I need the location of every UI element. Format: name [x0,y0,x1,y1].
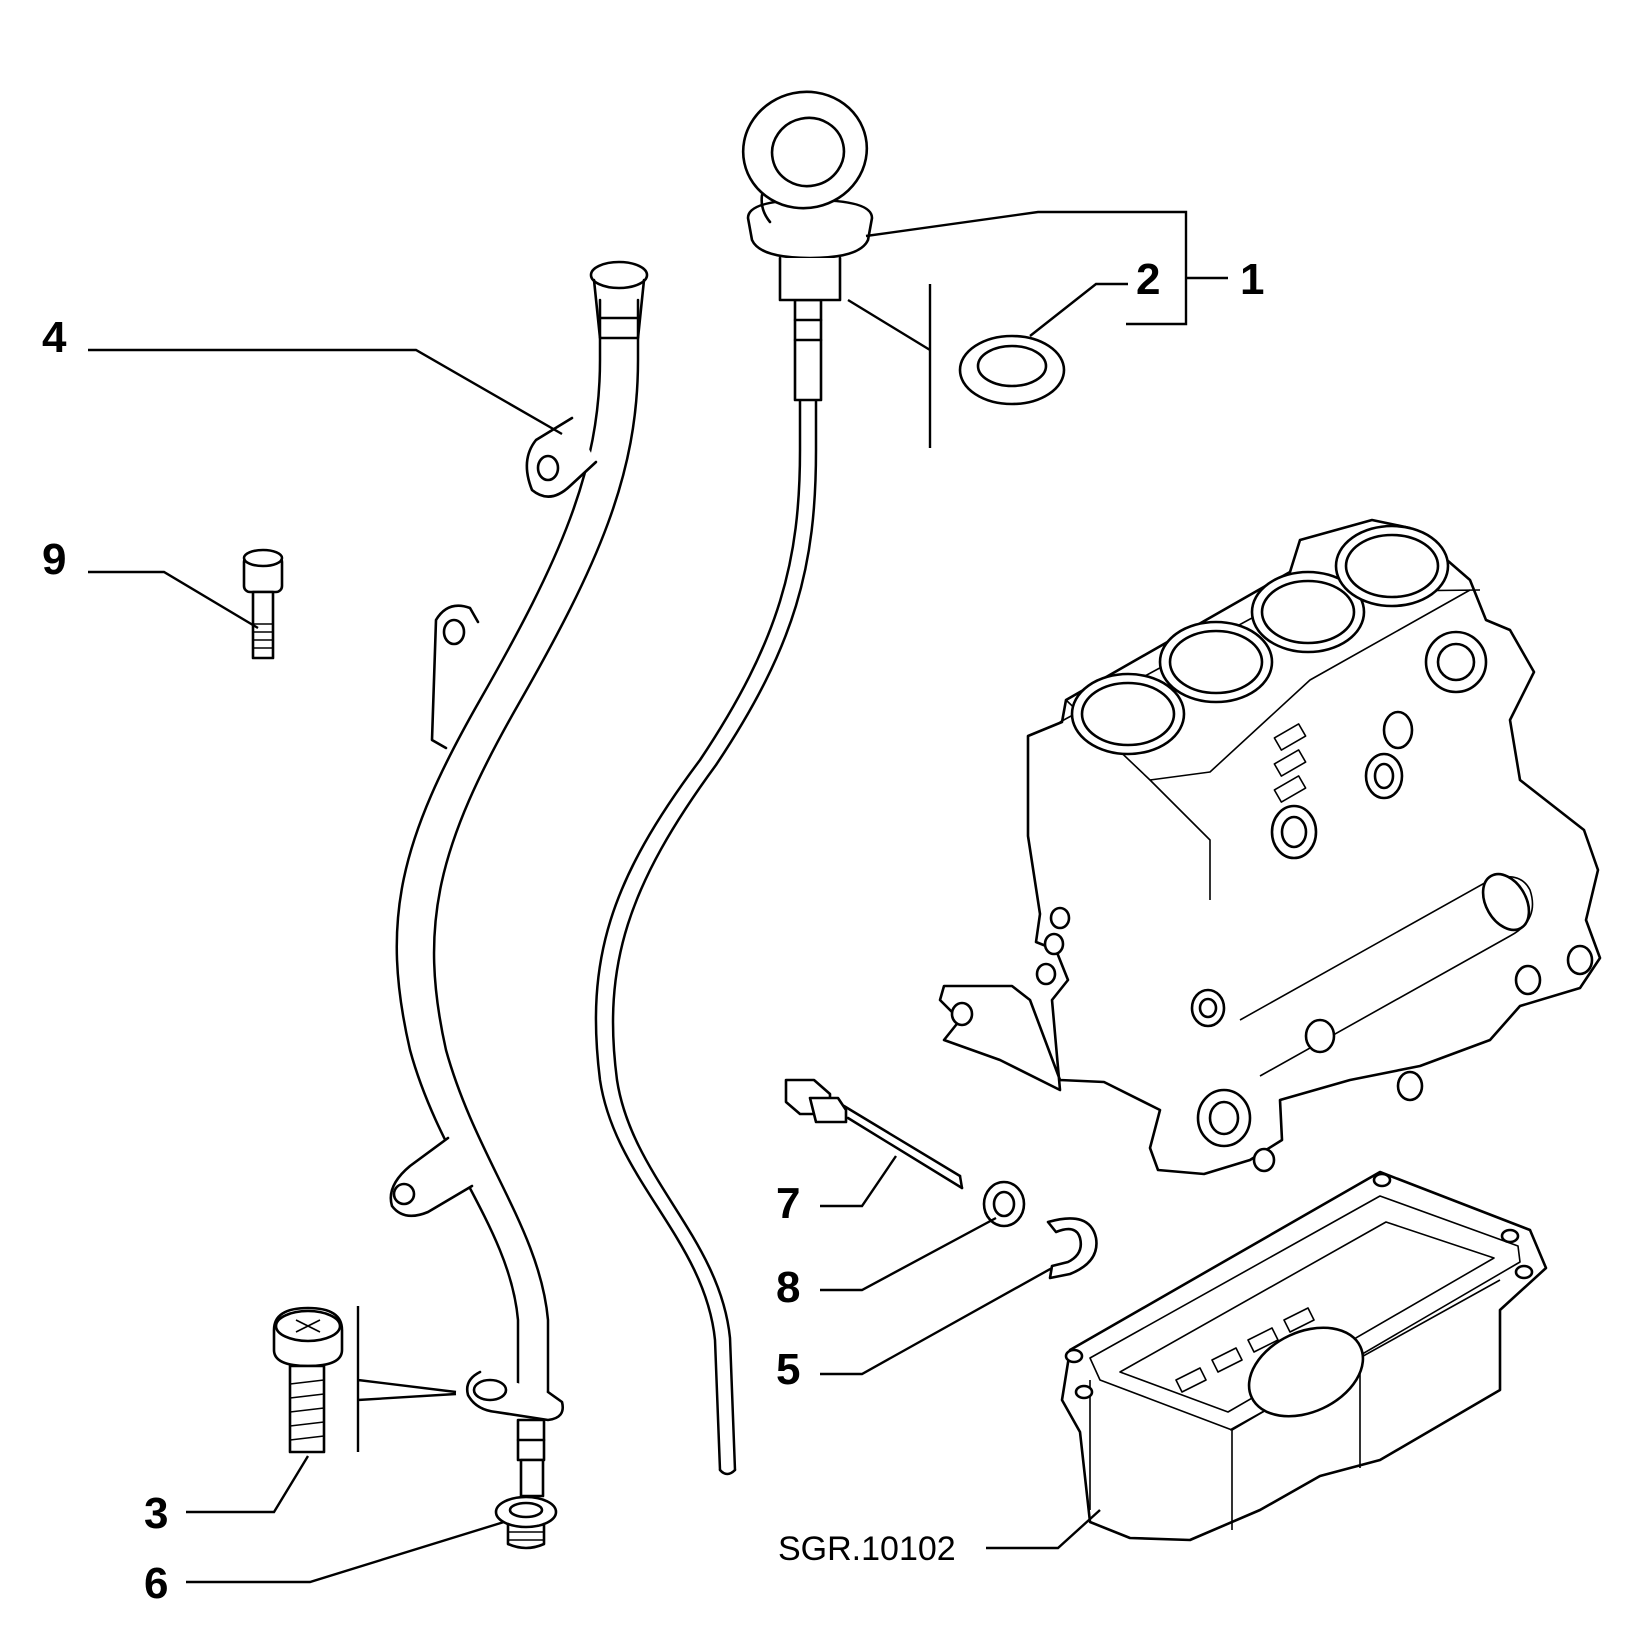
drawing-code: SGR.10102 [778,1530,956,1568]
callout-7: 7 [776,1179,800,1228]
leader-8 [820,1216,997,1292]
leader-7 [820,1155,897,1208]
leader-1-bracket [865,210,1188,326]
part-clip [1046,1217,1098,1280]
fit-marker-2 [356,1306,457,1452]
callout-2: 2 [1136,255,1160,304]
part-dipstick [594,90,874,1476]
leader-2 [1029,282,1128,337]
leader-drawing-code [986,1509,1101,1550]
leader-6 [186,1520,505,1584]
part-grommet [494,1495,558,1550]
leader-lines [88,210,1228,1584]
callout-3: 3 [144,1489,168,1538]
callout-4: 4 [42,313,67,362]
callouts: 1 2 3 4 5 6 7 8 9 SGR.10102 [42,255,1264,1608]
part-washer [982,1180,1026,1228]
callout-9: 9 [42,535,66,584]
part-screw [272,1306,344,1454]
callout-5: 5 [776,1345,800,1394]
part-o-ring [958,334,1066,406]
callout-8: 8 [776,1263,800,1312]
oil-pan [1060,1170,1548,1542]
leader-9 [88,570,259,630]
callout-1: 1 [1240,255,1264,304]
callout-6: 6 [144,1559,168,1608]
leader-3 [186,1455,310,1514]
leader-5 [820,1266,1053,1376]
part-guide-tube [389,260,649,1498]
leader-4 [88,348,563,436]
fit-marker-1 [847,284,932,448]
engine-block [938,518,1602,1176]
part-level-sensor [784,1078,964,1190]
part-bolt-small [242,548,284,660]
